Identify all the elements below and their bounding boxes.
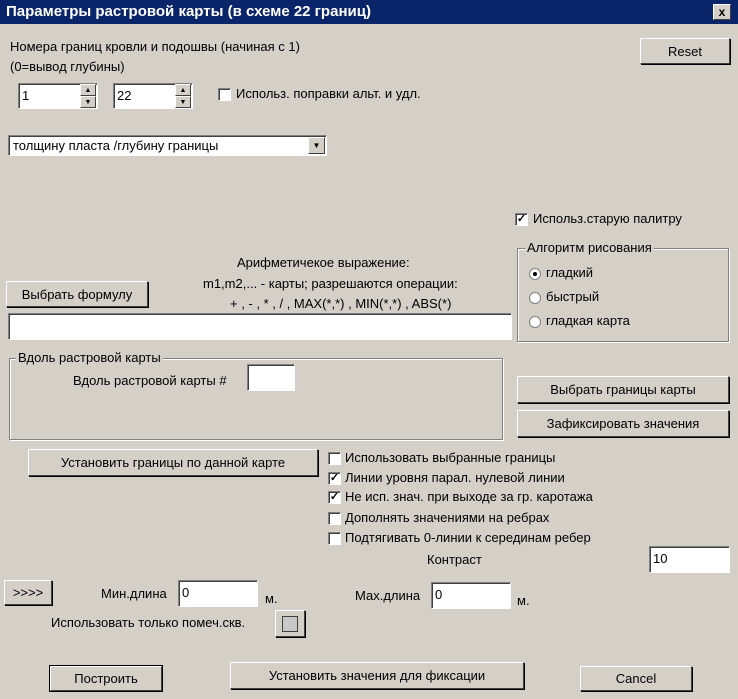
choose-map-bounds-button[interactable]: Выбрать границы карты [517,376,729,403]
old-palette-checkbox[interactable]: ✓ [515,213,528,226]
along-map-input[interactable] [247,364,295,391]
formula-maps-hint: m1,m2,... - карты; разрешаются операции: [203,276,458,291]
square-icon [282,615,298,632]
depth-output-hint: (0=вывод глубины) [10,59,125,74]
corrections-checkbox[interactable] [218,88,231,101]
marked-wells-toggle[interactable] [275,610,305,637]
algorithm-fast-radio[interactable] [529,292,541,304]
choose-formula-button[interactable]: Выбрать формулу [6,281,148,307]
algorithm-smooth-label: гладкий [546,265,594,280]
contrast-input[interactable]: 10 [649,546,730,573]
bottom-boundary-spinner[interactable]: ▲▼ [175,84,191,108]
formula-operations-hint: + , - , * , / , MAX(*,*) , MIN(*,*) , AB… [230,296,452,311]
close-button[interactable]: x [713,4,731,20]
spin-down-icon[interactable]: ▼ [175,96,191,108]
ignore-outside-logging-label: Не исп. знач. при выходе за гр. каротажа [345,489,593,504]
build-button[interactable]: Построить [49,665,163,692]
spin-up-icon[interactable]: ▲ [175,84,191,96]
more-button[interactable]: >>>> [4,580,52,605]
use-selected-bounds-checkbox[interactable] [328,452,341,465]
contrast-label: Контраст [427,552,482,567]
use-selected-bounds-label: Использовать выбранные границы [345,450,556,465]
ignore-outside-logging-checkbox[interactable]: ✓ [328,491,341,504]
chevron-down-icon[interactable]: ▼ [308,137,325,154]
algorithm-smooth-map-label: гладкая карта [546,313,630,328]
algorithm-fast-label: быстрый [546,289,600,304]
fix-values-button[interactable]: Зафиксировать значения [517,410,729,437]
formula-caption: Арифметичекое выражение: [237,255,410,270]
top-boundary-spinner[interactable]: ▲▼ [80,84,96,108]
along-map-group-title: Вдоль растровой карты [16,350,163,365]
algorithm-group-title: Алгоритм рисования [525,240,654,255]
pull-zero-lines-checkbox[interactable] [328,532,341,545]
along-map-label: Вдоль растровой карты # [73,373,227,388]
spin-up-icon[interactable]: ▲ [80,84,96,96]
min-length-input[interactable]: 0 [178,580,258,607]
formula-input[interactable] [8,313,512,340]
old-palette-label: Использ.старую палитру [533,211,682,226]
reset-button[interactable]: Reset [640,38,730,64]
max-length-input[interactable]: 0 [431,582,511,609]
fill-edges-checkbox[interactable] [328,512,341,525]
set-fix-values-button[interactable]: Установить значения для фиксации [230,662,524,689]
min-length-unit: м. [265,591,278,606]
boundary-numbers-label: Номера границ кровли и подошвы (начиная … [10,39,300,54]
along-map-group [9,358,503,440]
max-length-label: Мах.длина [355,588,421,603]
window-title: Параметры растровой карты (в схеме 22 гр… [6,3,371,20]
pull-zero-lines-label: Подтягивать 0-линии к серединам ребер [345,530,591,545]
max-length-unit: м. [517,593,530,608]
algorithm-smooth-radio[interactable] [529,268,541,280]
title-bar [0,0,738,24]
spin-down-icon[interactable]: ▼ [80,96,96,108]
parallel-contours-label: Линии уровня парал. нулевой линии [345,470,565,485]
fill-edges-label: Дополнять значениями на ребрах [345,510,550,525]
algorithm-smooth-map-radio[interactable] [529,316,541,328]
parallel-contours-checkbox[interactable]: ✓ [328,472,341,485]
corrections-label: Использ. поправки альт. и удл. [236,86,421,101]
mode-select[interactable]: толщину пласта /глубину границы ▼ [8,135,327,156]
marked-wells-label: Использовать только помеч.скв. [51,615,246,630]
mode-select-value: толщину пласта /глубину границы [13,138,219,153]
set-bounds-button[interactable]: Установить границы по данной карте [28,449,318,476]
cancel-button[interactable]: Cancel [580,666,692,691]
min-length-label: Мин.длина [101,586,167,601]
